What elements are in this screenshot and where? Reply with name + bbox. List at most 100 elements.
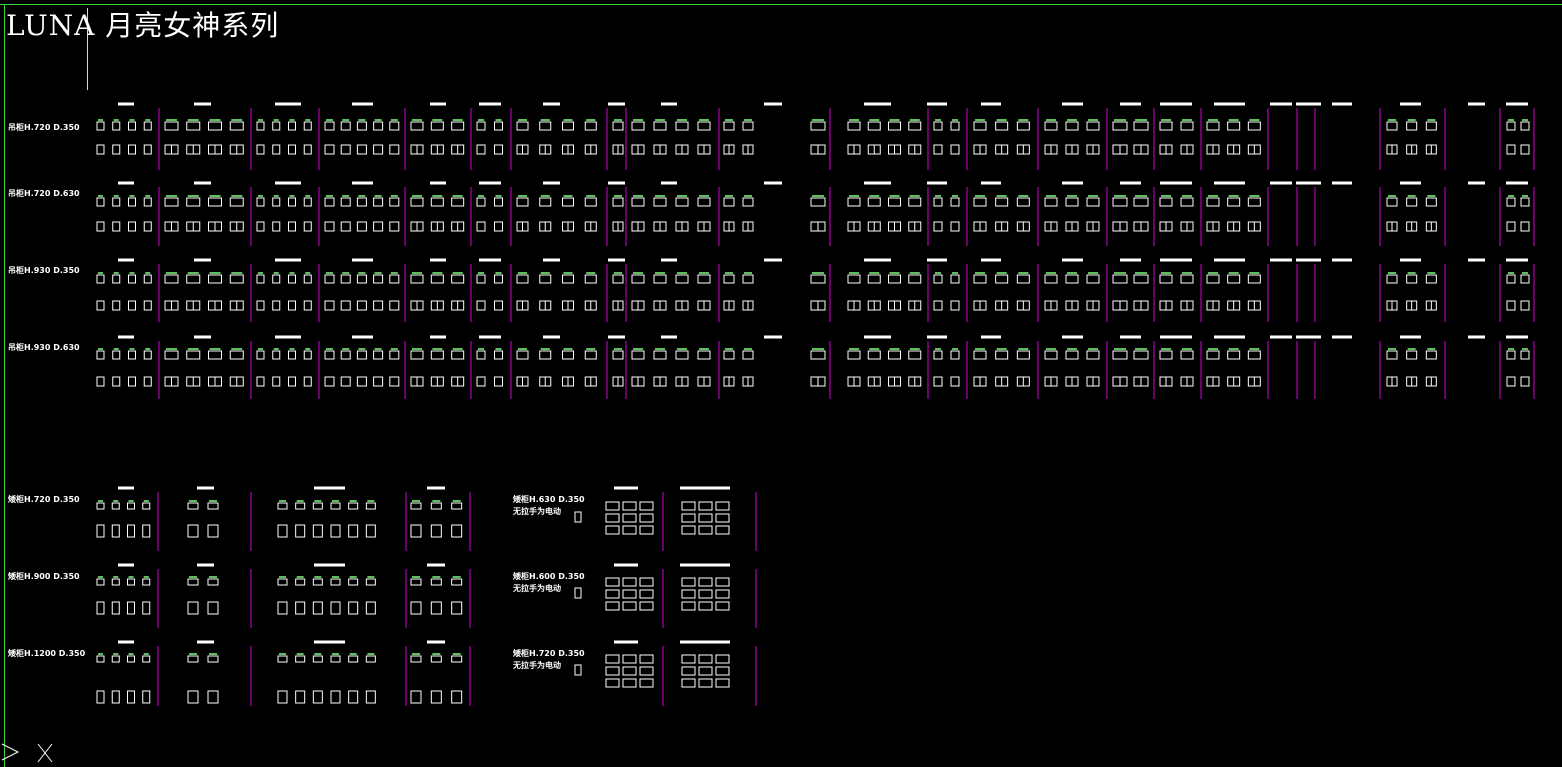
cabinet-front-elevation <box>430 655 442 663</box>
cabinet-front-elevation <box>1506 274 1516 284</box>
cabinet-plan-elevation <box>373 376 384 387</box>
cabinet-front-elevation <box>112 350 121 360</box>
cabinet-plan-elevation <box>933 144 943 155</box>
cabinet-front-elevation <box>1086 197 1100 207</box>
cabinet-front-elevation <box>867 274 881 284</box>
cabinet-plan-elevation <box>365 601 376 615</box>
cabinet-front-elevation <box>340 350 351 360</box>
cabinet-plan-elevation <box>112 221 121 232</box>
ucs-icon[interactable] <box>0 738 60 767</box>
cabinet-front-elevation <box>1425 197 1437 207</box>
cabinet-plan-elevation <box>112 144 121 155</box>
cabinet-front-elevation <box>539 121 552 131</box>
cabinet-front-elevation <box>229 274 244 284</box>
drawer-front <box>639 654 654 664</box>
drawer-front <box>622 678 637 688</box>
cabinet-front-elevation <box>186 121 201 131</box>
cabinet-plan-elevation <box>303 300 312 311</box>
cabinet-front-elevation <box>888 121 901 131</box>
viewport-frame-left <box>4 4 5 767</box>
cabinet-plan-elevation <box>303 144 312 155</box>
cabinet-front-elevation <box>303 350 312 360</box>
cabinet-front-elevation <box>1044 274 1058 284</box>
cabinet-front-elevation <box>1206 274 1220 284</box>
drawer-cabinet-label-2[interactable]: 矮柜H.600 D.350 <box>513 572 585 581</box>
cabinet-front-elevation <box>229 197 244 207</box>
base-cabinet-label-3[interactable]: 矮柜H.1200 D.350 <box>8 649 86 658</box>
cabinet-plan-elevation <box>187 601 199 615</box>
cabinet-plan-elevation <box>330 601 341 615</box>
cabinet-front-elevation <box>410 197 424 207</box>
cabinet-front-elevation <box>631 350 645 360</box>
drawer-cabinet-label-1[interactable]: 矮柜H.630 D.350 <box>513 495 585 504</box>
cabinet-front-elevation <box>389 350 400 360</box>
cabinet-plan-elevation <box>277 690 288 704</box>
drawer-front <box>639 666 654 676</box>
wall-cabinet-label-4[interactable]: 吊柜H.930 D.630 <box>8 343 80 352</box>
cabinet-plan-elevation <box>373 144 384 155</box>
drawer-cabinet-note-1[interactable]: 无拉手为电动 <box>513 507 561 516</box>
cabinet-front-elevation <box>584 274 597 284</box>
cabinet-front-elevation <box>933 197 943 207</box>
cabinet-front-elevation <box>1247 197 1261 207</box>
cabinet-plan-elevation <box>356 221 367 232</box>
drawer-cabinet-note-3[interactable]: 无拉手为电动 <box>513 661 561 670</box>
drawer-front <box>639 501 654 511</box>
cabinet-plan-elevation <box>389 300 400 311</box>
cabinet-front-elevation <box>810 274 826 284</box>
cabinet-front-elevation <box>451 121 465 131</box>
cabinet-front-elevation <box>697 197 711 207</box>
cabinet-plan-elevation <box>451 524 463 538</box>
cabinet-front-elevation <box>96 655 105 663</box>
base-cabinet-label-1[interactable]: 矮柜H.720 D.350 <box>8 495 80 504</box>
cabinet-plan-elevation <box>365 690 376 704</box>
cabinet-front-elevation <box>1425 121 1437 131</box>
wall-cabinet-label-3[interactable]: 吊柜H.930 D.350 <box>8 266 80 275</box>
crosshair-cursor-line <box>87 8 88 90</box>
cabinet-front-elevation <box>562 350 574 360</box>
cabinet-front-elevation <box>451 350 465 360</box>
cabinet-plan-elevation <box>348 690 359 704</box>
cabinet-plan-elevation <box>373 221 384 232</box>
cabinet-plan-elevation <box>96 144 105 155</box>
drawer-front <box>639 601 654 611</box>
cabinet-front-elevation <box>410 274 424 284</box>
cabinet-front-elevation <box>539 197 552 207</box>
cabinet-plan-elevation <box>312 690 323 704</box>
cabinet-front-elevation <box>612 274 624 284</box>
wall-cabinet-label-2[interactable]: 吊柜H.720 D.630 <box>8 189 80 198</box>
drawer-front <box>715 525 730 535</box>
drawer-side-elevation <box>574 587 582 599</box>
drawer-front <box>605 577 620 587</box>
cabinet-front-elevation <box>742 197 754 207</box>
cabinet-plan-elevation <box>142 524 151 538</box>
cabinet-front-elevation <box>356 121 367 131</box>
drawing-title[interactable]: LUNA 月亮女神系列 <box>6 9 280 42</box>
cabinet-front-elevation <box>810 350 826 360</box>
drawer-cabinet-note-2[interactable]: 无拉手为电动 <box>513 584 561 593</box>
wall-cabinet-label-1[interactable]: 吊柜H.720 D.350 <box>8 123 80 132</box>
cabinet-front-elevation <box>143 350 152 360</box>
drawer-cabinet-label-3[interactable]: 矮柜H.720 D.350 <box>513 649 585 658</box>
cabinet-front-elevation <box>1159 121 1173 131</box>
cabinet-front-elevation <box>164 197 179 207</box>
cabinet-front-elevation <box>324 121 335 131</box>
cabinet-plan-elevation <box>430 524 442 538</box>
cabinet-front-elevation <box>847 274 861 284</box>
cabinet-plan-elevation <box>272 376 281 387</box>
cabinet-plan-elevation <box>451 690 463 704</box>
cabinet-front-elevation <box>476 197 486 207</box>
cabinet-plan-elevation <box>143 300 152 311</box>
cabinet-front-elevation <box>164 350 179 360</box>
cabinet-front-elevation <box>256 121 265 131</box>
base-cabinet-label-2[interactable]: 矮柜H.900 D.350 <box>8 572 80 581</box>
drawer-front <box>681 525 696 535</box>
cabinet-plan-elevation <box>187 524 199 538</box>
cabinet-front-elevation <box>933 274 943 284</box>
cabinet-front-elevation <box>430 350 444 360</box>
cabinet-front-elevation <box>908 197 922 207</box>
cabinet-plan-elevation <box>1506 221 1516 232</box>
cabinet-front-elevation <box>908 350 922 360</box>
cabinet-plan-elevation <box>143 221 152 232</box>
